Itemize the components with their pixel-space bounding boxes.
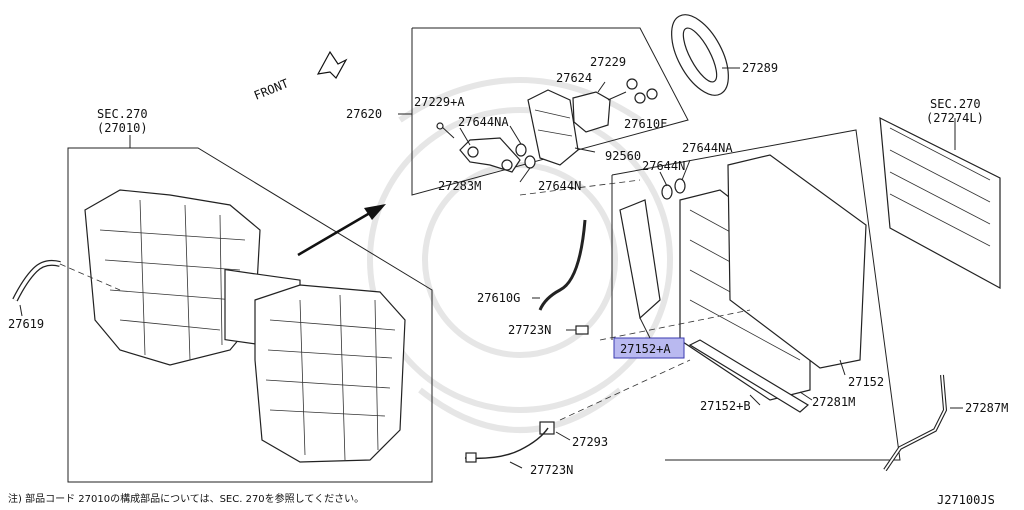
label-27152b[interactable]: 27152+B	[700, 399, 751, 413]
heater-unit-assembly	[67, 135, 433, 483]
footnote: 注) 部品コード 27010の構成部品については、SEC. 270を参照してくだ…	[8, 492, 364, 505]
label-27281m[interactable]: 27281M	[812, 395, 855, 409]
seal-27289	[671, 14, 740, 96]
label-sec270-left[interactable]: SEC.270	[97, 107, 148, 121]
part-labels: SEC.270 (27010) 27620 27229+A 27644NA 27…	[8, 55, 1008, 477]
evaporator-assembly	[519, 129, 901, 461]
drain-pipe-27287m	[883, 374, 963, 472]
label-sec270-right[interactable]: SEC.270	[930, 97, 981, 111]
label-27620[interactable]: 27620	[346, 107, 382, 121]
label-27723n-a[interactable]: 27723N	[508, 323, 551, 337]
front-direction-indicator: FRONT	[252, 50, 348, 103]
label-sec270-left-sub: (27010)	[97, 121, 148, 135]
front-arrow-icon	[316, 50, 348, 79]
watermark-emblem	[367, 77, 673, 433]
label-27644n-b[interactable]: 27644N	[642, 159, 685, 173]
label-27229a[interactable]: 27229+A	[414, 95, 465, 109]
label-27644na-a[interactable]: 27644NA	[458, 115, 509, 129]
label-27619[interactable]: 27619	[8, 317, 44, 331]
label-27293[interactable]: 27293	[572, 435, 608, 449]
highlight-27152a[interactable]	[613, 337, 685, 359]
label-27289[interactable]: 27289	[742, 61, 778, 75]
svg-text:FRONT: FRONT	[252, 76, 291, 103]
label-27610g[interactable]: 27610G	[477, 291, 520, 305]
air-filter-27274l	[879, 116, 1001, 290]
wire-harness-27293	[464, 421, 571, 469]
hose-27619	[12, 259, 121, 317]
label-27283m[interactable]: 27283M	[438, 179, 481, 193]
sensor-27723n-upper	[566, 325, 589, 335]
label-27287m[interactable]: 27287M	[965, 401, 1008, 415]
label-27610f[interactable]: 27610F	[624, 117, 667, 131]
diagram-code: J27100JS	[937, 493, 995, 507]
expansion-valve-subassembly	[398, 27, 689, 196]
label-27644na-b[interactable]: 27644NA	[682, 141, 733, 155]
label-sec270-right-sub: (27274L)	[926, 111, 984, 125]
label-27723n-b[interactable]: 27723N	[530, 463, 573, 477]
label-27152a[interactable]: 27152+A	[620, 342, 671, 356]
label-27644n-a[interactable]: 27644N	[538, 179, 581, 193]
label-27229[interactable]: 27229	[590, 55, 626, 69]
label-27624[interactable]: 27624	[556, 71, 592, 85]
label-92560[interactable]: 92560	[605, 149, 641, 163]
label-27152[interactable]: 27152	[848, 375, 884, 389]
drain-hose-27610g	[532, 219, 587, 311]
